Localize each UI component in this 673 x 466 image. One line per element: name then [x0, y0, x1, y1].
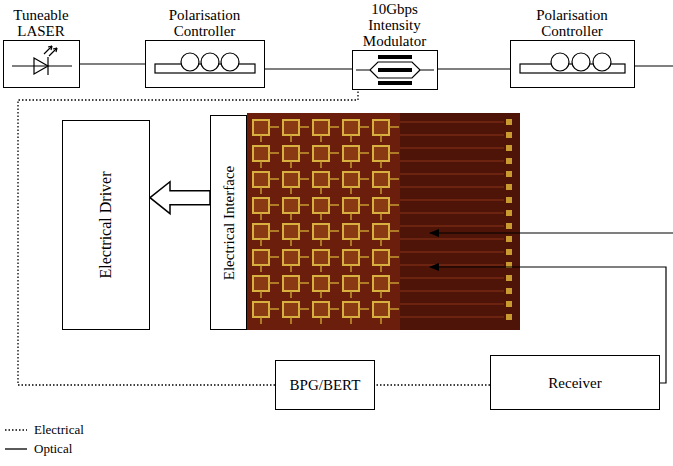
optical-connector: [80, 63, 145, 64]
chip-image: [247, 113, 520, 330]
legend-sample: [4, 444, 28, 454]
modulator-symbol: [356, 55, 434, 85]
node-label: Polarisation Controller: [510, 7, 634, 39]
laser-diode-symbol: [12, 46, 72, 75]
node-label: Polarisation Controller: [143, 7, 267, 39]
laser-box: Tuneable LASER: [3, 40, 80, 88]
node-label: 10Gbps Intensity Modulator: [347, 1, 443, 49]
legend-row: Electrical: [4, 422, 84, 438]
node-label: BPG/BERT: [290, 377, 361, 393]
label-holder: BPG/BERT: [276, 361, 374, 409]
polarisation-controller-box: Polarisation Controller: [145, 40, 265, 88]
node-label: Receiver: [548, 375, 601, 391]
polarisation-controller-symbol: [155, 53, 625, 73]
legend-sample: [4, 425, 28, 435]
optical-connector: [438, 68, 510, 69]
optical-fibre: [430, 66, 673, 383]
node-label: Electrical Driver: [98, 171, 114, 278]
electrical-connector: [18, 90, 358, 385]
interface-box: Electrical Interface: [210, 115, 247, 330]
label-holder: Receiver: [491, 356, 659, 409]
process-box: BPG/BERT: [275, 360, 375, 410]
modulator-box: 10Gbps Intensity Modulator: [352, 50, 438, 90]
legend-text: Optical: [34, 441, 72, 457]
electrical-connector: [375, 384, 490, 385]
legend-text: Electrical: [34, 422, 84, 438]
driver-box: Electrical Driver: [62, 120, 150, 330]
legend-row: Optical: [4, 441, 72, 457]
process-box: Receiver: [490, 355, 660, 410]
polarisation-controller-box: Polarisation Controller: [510, 40, 635, 88]
block-arrow: [150, 182, 210, 214]
node-label: Tuneable LASER: [3, 7, 80, 39]
optical-connector: [265, 68, 352, 69]
node-label: Electrical Interface: [221, 165, 237, 280]
